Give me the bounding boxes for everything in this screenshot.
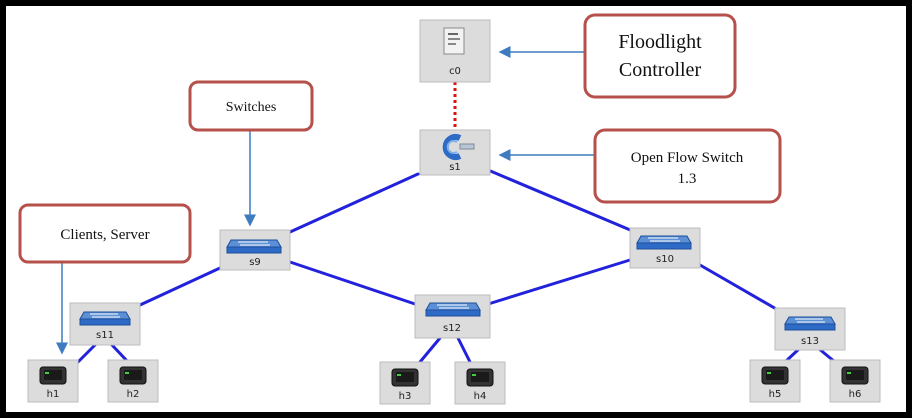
link-s1-s10 [486, 168, 637, 234]
host-terminal-icon [391, 368, 419, 387]
link-s1-s9 [288, 172, 420, 234]
node-label-c0: c0 [449, 66, 461, 77]
network-switch-icon [784, 316, 836, 331]
links [76, 168, 837, 364]
callout-controller-line2: Controller [619, 59, 702, 81]
node-label-h6: h6 [849, 389, 862, 400]
network-switch-icon [226, 239, 282, 254]
node-h4[interactable]: h4 [454, 361, 506, 405]
network-switch-icon [425, 302, 481, 317]
node-label-h3: h3 [399, 391, 412, 402]
link-s12-h3 [418, 336, 442, 364]
link-s10-s12 [483, 258, 632, 307]
network-switch-icon [636, 235, 692, 250]
host-terminal-icon [39, 366, 67, 385]
node-h3[interactable]: h3 [379, 361, 431, 405]
node-label-s9: s9 [249, 257, 261, 268]
callout-arrows [56, 46, 595, 355]
callout-controller-line1: Floodlight [618, 31, 702, 53]
node-s1[interactable]: s1 [419, 129, 491, 176]
callout-openflow-line2: 1.3 [678, 171, 697, 187]
node-label-h2: h2 [127, 389, 140, 400]
network-switch-icon [79, 311, 131, 326]
node-label-s12: s12 [443, 323, 461, 334]
node-s13[interactable]: s13 [774, 307, 846, 351]
link-s11-h2 [110, 343, 130, 364]
node-s12[interactable]: s12 [414, 294, 491, 339]
node-h5[interactable]: h5 [749, 359, 801, 403]
node-label-s1: s1 [449, 162, 461, 173]
callout-openflow-line1: Open Flow Switch [631, 150, 744, 166]
callout-openflow: Open Flow Switch 1.3 [593, 128, 782, 204]
callout-switches: Switches [188, 80, 314, 132]
host-terminal-icon [841, 366, 869, 385]
node-label-s11: s11 [96, 330, 114, 341]
node-s11[interactable]: s11 [69, 302, 141, 346]
host-terminal-icon [466, 368, 494, 387]
callout-clients: Clients, Server [18, 203, 192, 264]
node-label-s10: s10 [656, 254, 674, 265]
node-label-h4: h4 [474, 391, 487, 402]
node-s9[interactable]: s9 [219, 229, 291, 271]
link-s11-h1 [76, 343, 97, 364]
node-h1[interactable]: h1 [27, 359, 79, 403]
link-s12-h4 [456, 336, 472, 364]
node-c0[interactable]: c0 [419, 19, 491, 83]
node-label-s13: s13 [801, 336, 819, 347]
openflow-switch-icon [442, 134, 475, 160]
callout-clients-line1: Clients, Server [60, 227, 149, 243]
controller-server-icon [443, 27, 465, 55]
node-label-h5: h5 [769, 389, 782, 400]
callout-switches-line1: Switches [226, 100, 277, 115]
link-s10-s13 [698, 263, 780, 312]
node-h2[interactable]: h2 [107, 359, 159, 403]
host-terminal-icon [761, 366, 789, 385]
link-s9-s11 [138, 266, 222, 307]
node-h6[interactable]: h6 [829, 359, 881, 403]
node-label-h1: h1 [47, 389, 60, 400]
callout-controller: Floodlight Controller [583, 13, 737, 99]
host-terminal-icon [119, 366, 147, 385]
node-s10[interactable]: s10 [629, 227, 701, 269]
link-s9-s12 [288, 260, 420, 307]
